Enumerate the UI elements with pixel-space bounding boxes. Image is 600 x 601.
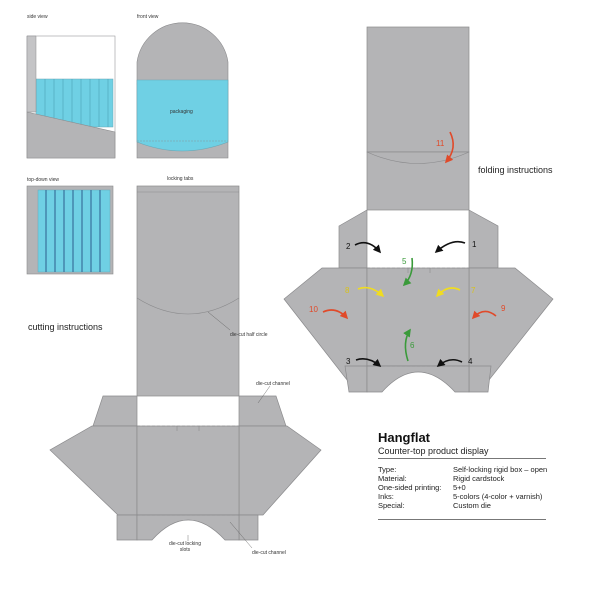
spec-material-label: Material: <box>378 474 407 483</box>
step-2-label: 2 <box>346 242 351 251</box>
product-subtitle: Counter-top product display <box>378 446 489 456</box>
folding-fold-lines <box>366 151 470 367</box>
step-10-label: 10 <box>309 305 318 314</box>
arrow-6 <box>403 328 411 362</box>
folding-arrows <box>322 131 497 368</box>
bottom-divider <box>378 519 546 520</box>
arrow-2 <box>354 241 382 254</box>
spec-printing-value: 5+0 <box>453 483 466 492</box>
step-6-label: 6 <box>410 341 415 350</box>
cutting-instructions-heading: cutting instructions <box>28 322 103 332</box>
arrow-4 <box>436 358 463 368</box>
top-down-view-label: top-down view <box>27 177 59 183</box>
arrow-1 <box>434 240 466 254</box>
side-view-label: side view <box>27 14 48 20</box>
arrow-10 <box>322 309 349 320</box>
product-name: Hangflat <box>378 430 430 445</box>
step-4-label: 4 <box>468 357 473 366</box>
spec-inks-value: 5-colors (4-color + varnish) <box>453 492 543 501</box>
step-9-label: 9 <box>501 304 506 313</box>
spec-type-label: Type: <box>378 465 397 474</box>
spec-special-label: Special: <box>378 501 405 510</box>
spec-special-value: Custom die <box>453 501 491 510</box>
step-7-label: 7 <box>471 286 476 295</box>
front-view-label: front view <box>137 14 159 20</box>
arrow-8 <box>357 286 385 298</box>
step-8-label: 8 <box>345 286 350 295</box>
arrow-7 <box>435 287 461 298</box>
cutting-dieline <box>49 185 322 541</box>
spec-material-value: Rigid cardstock <box>453 474 505 483</box>
die-cut-locking-slots-label: die-cut locking slots <box>169 541 201 553</box>
spec-type-value: Self-locking rigid box – open <box>453 465 548 474</box>
front-view-drawing <box>136 22 229 159</box>
step-3-label: 3 <box>346 357 351 366</box>
arrow-9 <box>471 310 497 320</box>
arrow-3 <box>355 358 382 368</box>
cutting-fold-lines <box>136 191 240 516</box>
spec-inks-label: Inks: <box>378 492 394 501</box>
die-cut-channel-label-bottom: die-cut channel <box>252 550 286 556</box>
step-1-label: 1 <box>472 240 477 249</box>
leader-lines <box>187 311 271 549</box>
folding-instructions-heading: folding instructions <box>478 165 553 175</box>
folding-dieline <box>283 26 554 393</box>
top-divider <box>378 458 546 459</box>
locking-tabs-label: locking tabs <box>167 176 194 182</box>
arrow-11 <box>444 131 454 164</box>
spec-printing-label: One-sided printing: <box>378 483 442 492</box>
die-cut-half-circle-label: die-cut half circle <box>230 332 268 338</box>
step-5-label: 5 <box>402 257 407 266</box>
top-down-view-drawing <box>26 185 114 275</box>
side-view-drawing <box>26 35 116 159</box>
packaging-label: packaging <box>170 109 193 115</box>
step-11-label: 11 <box>436 139 445 148</box>
die-cut-channel-label-top: die-cut channel <box>256 381 290 387</box>
arrow-5 <box>402 257 414 287</box>
